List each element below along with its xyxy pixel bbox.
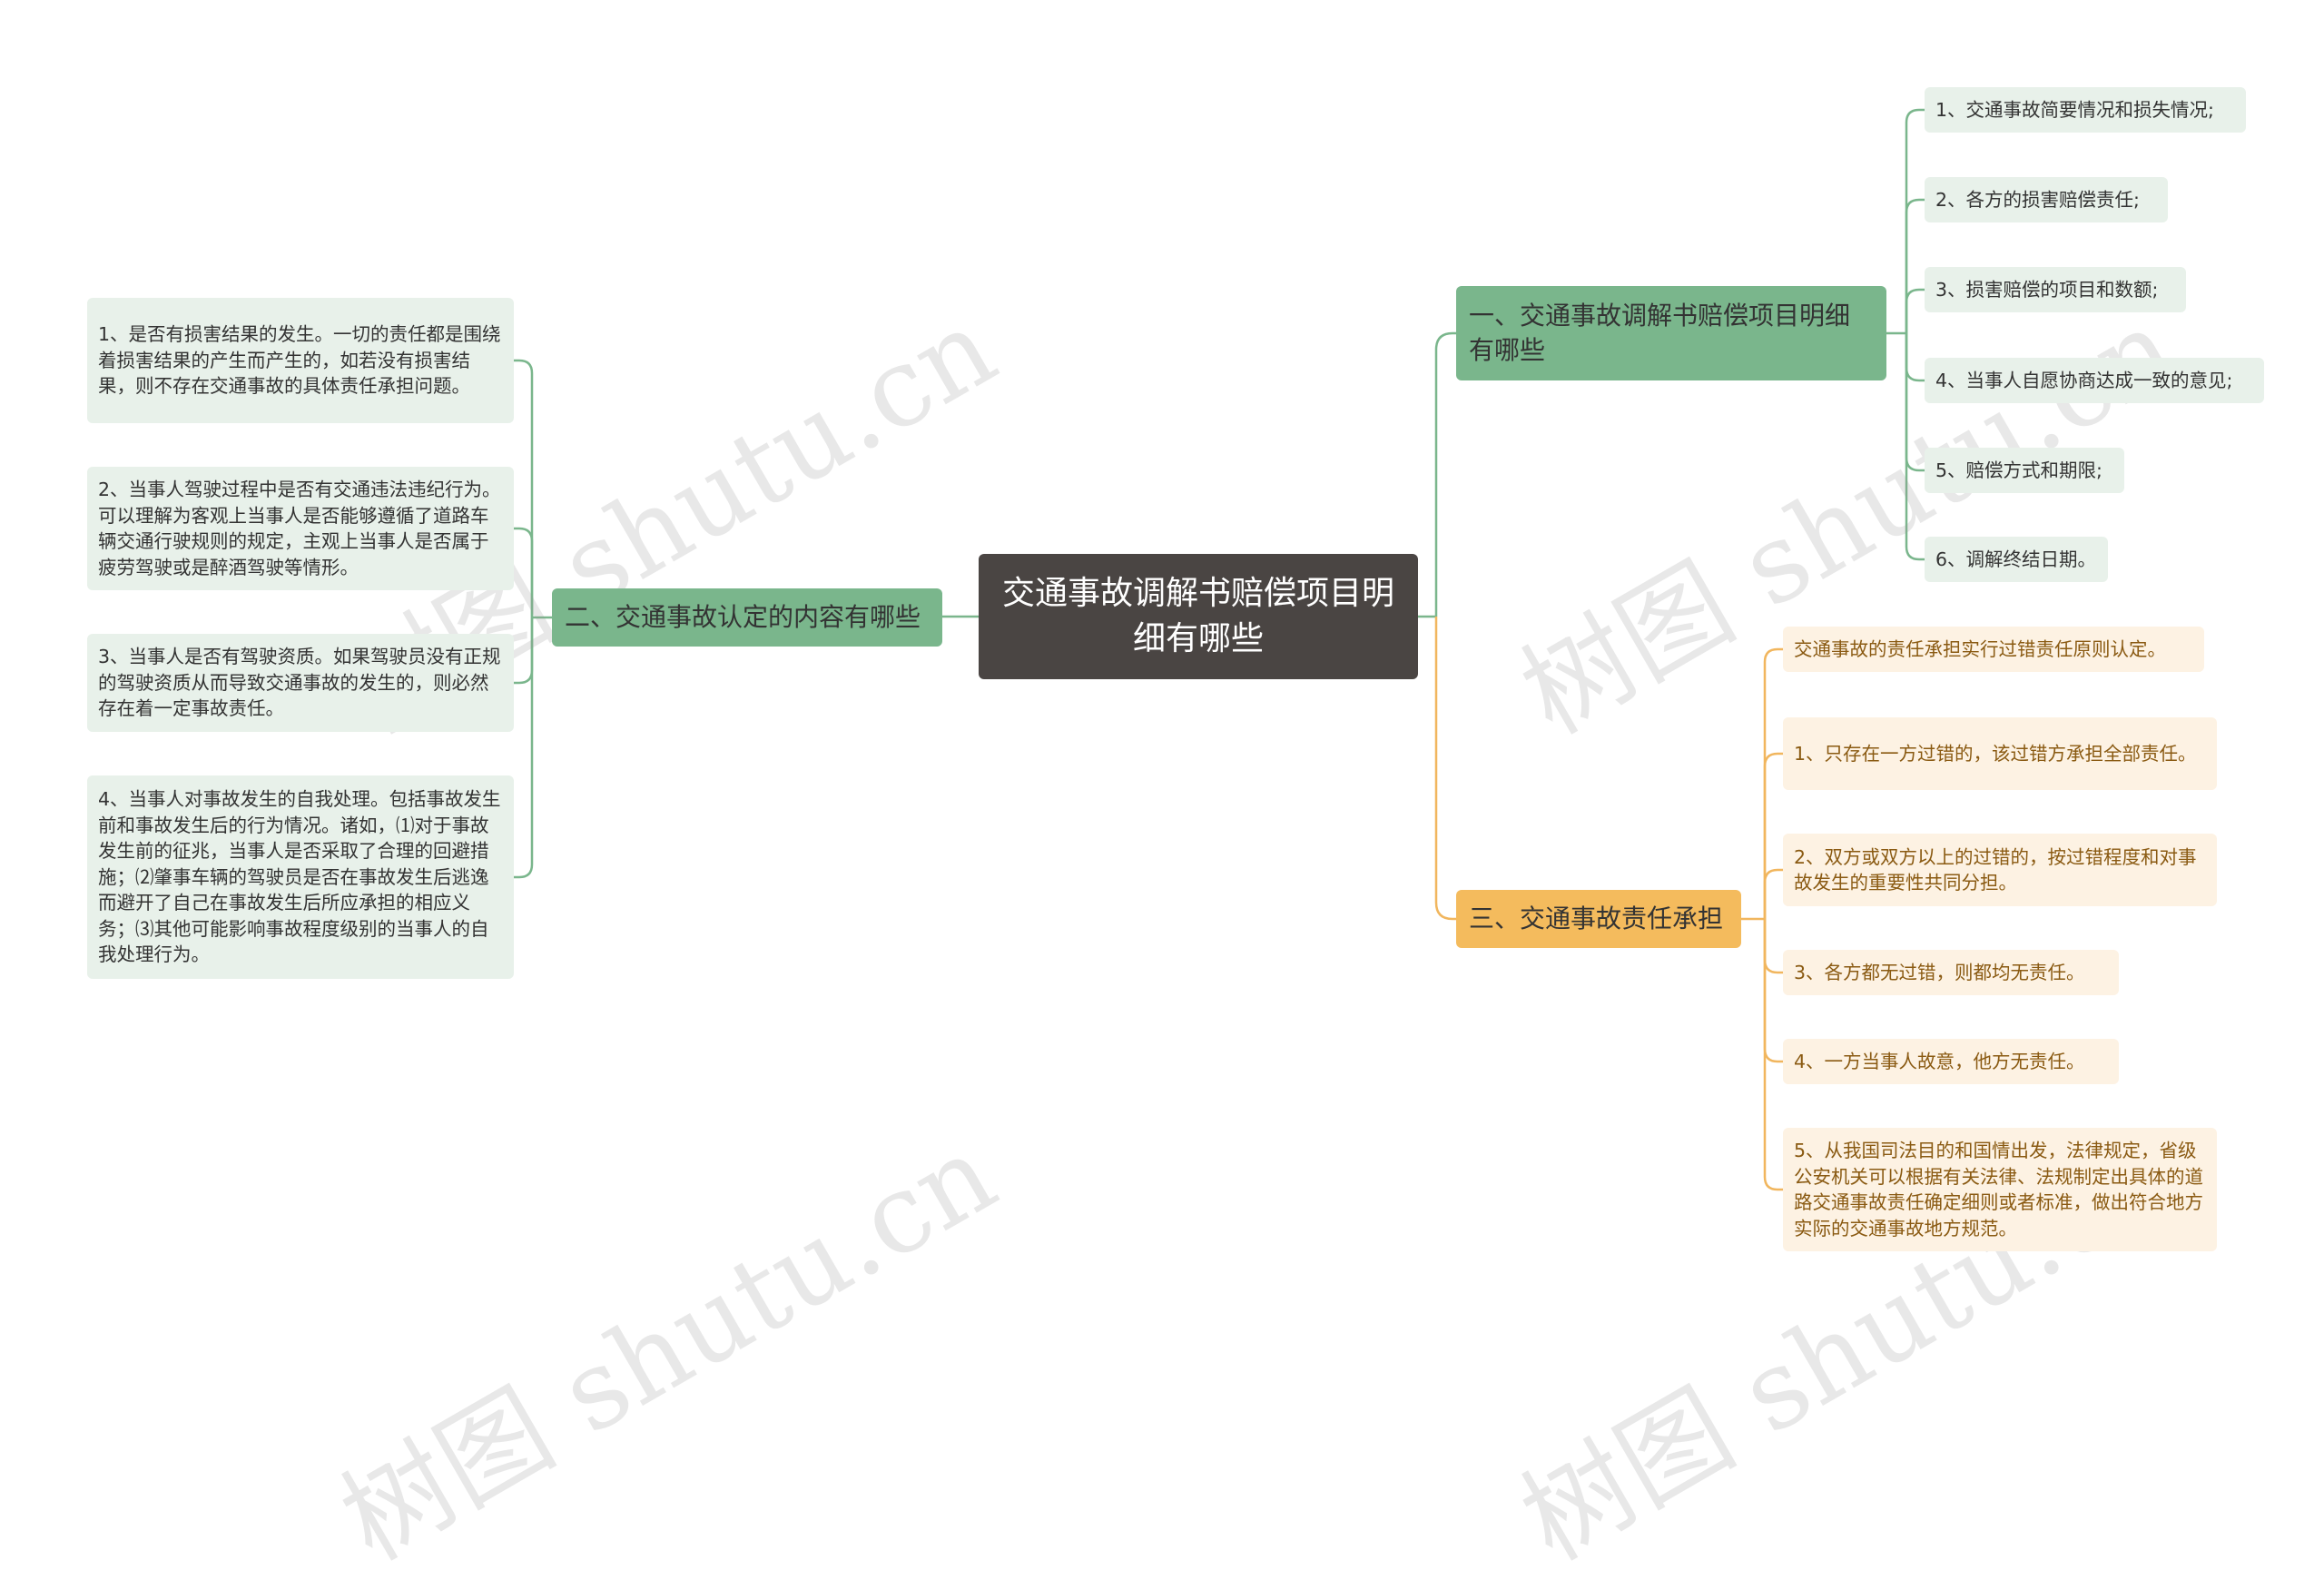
branch-compensation-items[interactable]: 一、交通事故调解书赔偿项目明细有哪些 — [1456, 286, 1886, 380]
leaf-text: 3、损害赔偿的项目和数额; — [1935, 278, 2159, 301]
branch-label: 一、交通事故调解书赔偿项目明细有哪些 — [1469, 301, 1851, 365]
branch-accident-determination[interactable]: 二、交通事故认定的内容有哪些 — [552, 588, 942, 647]
leaf-text: 2、各方的损害赔偿责任; — [1935, 188, 2140, 211]
leaf-b3-0[interactable]: 交通事故的责任承担实行过错责任原则认定。 — [1783, 627, 2204, 672]
leaf-text: 1、是否有损害结果的发生。一切的责任都是围绕着损害结果的产生而产生的，如若没有损… — [98, 323, 501, 398]
leaf-text: 3、各方都无过错，则都均无责任。 — [1794, 961, 2085, 983]
leaf-b1-6[interactable]: 6、调解终结日期。 — [1925, 537, 2108, 582]
leaf-b2-1[interactable]: 1、是否有损害结果的发生。一切的责任都是围绕着损害结果的产生而产生的，如若没有损… — [87, 298, 514, 423]
leaf-b3-3[interactable]: 3、各方都无过错，则都均无责任。 — [1783, 950, 2119, 995]
leaf-b3-5[interactable]: 5、从我国司法目的和国情出发，法律规定，省级公安机关可以根据有关法律、法规制定出… — [1783, 1128, 2217, 1251]
leaf-text: 1、交通事故简要情况和损失情况; — [1935, 98, 2214, 121]
root-topic-text: 交通事故调解书赔偿项目明细有哪些 — [1001, 575, 1394, 657]
leaf-b1-3[interactable]: 3、损害赔偿的项目和数额; — [1925, 267, 2186, 312]
leaf-connector-b2-4 — [514, 617, 534, 879]
leaf-text: 4、一方当事人故意，他方无责任。 — [1794, 1050, 2085, 1072]
connector-branch-1 — [1434, 331, 1456, 617]
leaf-b3-4[interactable]: 4、一方当事人故意，他方无责任。 — [1783, 1039, 2119, 1084]
leaf-text: 6、调解终结日期。 — [1935, 548, 2097, 570]
leaf-connector-b3-3 — [1763, 919, 1783, 974]
leaf-text: 1、只存在一方过错的，该过错方承担全部责任。 — [1794, 742, 2197, 765]
leaf-connector-b3-5 — [1763, 919, 1783, 1191]
leaf-text: 5、从我国司法目的和国情出发，法律规定，省级公安机关可以根据有关法律、法规制定出… — [1794, 1140, 2203, 1239]
root-topic[interactable]: 交通事故调解书赔偿项目明细有哪些 — [979, 554, 1418, 679]
leaf-b2-3[interactable]: 3、当事人是否有驾驶资质。如果驾驶员没有正规的驾驶资质从而导致交通事故的发生的，… — [87, 634, 514, 732]
leaf-text: 3、当事人是否有驾驶资质。如果驾驶员没有正规的驾驶资质从而导致交通事故的发生的，… — [98, 646, 501, 720]
branch-label: 二、交通事故认定的内容有哪些 — [565, 602, 921, 632]
leaf-b1-1[interactable]: 1、交通事故简要情况和损失情况; — [1925, 87, 2246, 133]
leaf-connector-b1-3 — [1905, 288, 1925, 333]
leaf-connector-b1-6 — [1905, 333, 1925, 561]
leaf-connector-b1-2 — [1905, 198, 1925, 333]
leaf-connector-b2-1 — [514, 359, 534, 617]
leaf-b2-2[interactable]: 2、当事人驾驶过程中是否有交通违法违纪行为。可以理解为客观上当事人是否能够遵循了… — [87, 467, 514, 590]
connector-branch-3 — [1434, 617, 1456, 921]
leaf-text: 交通事故的责任承担实行过错责任原则认定。 — [1794, 637, 2166, 660]
leaf-b3-2[interactable]: 2、双方或双方以上的过错的，按过错程度和对事故发生的重要性共同分担。 — [1783, 834, 2217, 906]
branch-liability[interactable]: 三、交通事故责任承担 — [1456, 890, 1741, 948]
leaf-text: 5、赔偿方式和期限; — [1935, 459, 2102, 481]
connector-lines — [514, 108, 1925, 1191]
branch-label: 三、交通事故责任承担 — [1469, 904, 1724, 933]
leaf-connector-b2-3 — [514, 617, 534, 685]
leaf-connector-b2-2 — [514, 527, 534, 617]
leaf-b1-4[interactable]: 4、当事人自愿协商达成一致的意见; — [1925, 358, 2264, 403]
leaf-text: 4、当事人自愿协商达成一致的意见; — [1935, 369, 2233, 391]
leaf-connector-b3-2 — [1763, 868, 1783, 919]
leaf-connector-b3-4 — [1763, 919, 1783, 1063]
leaf-connector-b1-1 — [1905, 108, 1925, 333]
leaf-connector-b1-5 — [1905, 333, 1925, 472]
mind-map-canvas: 树图 shutu.cn 树图 shutu.cn 树图 shutu.cn 树图 s… — [87, 87, 2264, 1585]
leaf-connector-b1-4 — [1905, 333, 1925, 382]
leaf-b1-2[interactable]: 2、各方的损害赔偿责任; — [1925, 177, 2168, 222]
leaf-text: 4、当事人对事故发生的自我处理。包括事故发生前和事故发生后的行为情况。诸如，⑴对… — [98, 788, 501, 966]
leaf-b3-1[interactable]: 1、只存在一方过错的，该过错方承担全部责任。 — [1783, 717, 2217, 790]
leaf-text: 2、双方或双方以上的过错的，按过错程度和对事故发生的重要性共同分担。 — [1794, 845, 2197, 894]
leaf-connector-b3-0 — [1763, 647, 1783, 919]
leaf-text: 2、当事人驾驶过程中是否有交通违法违纪行为。可以理解为客观上当事人是否能够遵循了… — [98, 479, 501, 578]
leaf-b2-4[interactable]: 4、当事人对事故发生的自我处理。包括事故发生前和事故发生后的行为情况。诸如，⑴对… — [87, 775, 514, 979]
leaf-connector-b3-1 — [1763, 752, 1783, 919]
leaf-b1-5[interactable]: 5、赔偿方式和期限; — [1925, 448, 2124, 493]
